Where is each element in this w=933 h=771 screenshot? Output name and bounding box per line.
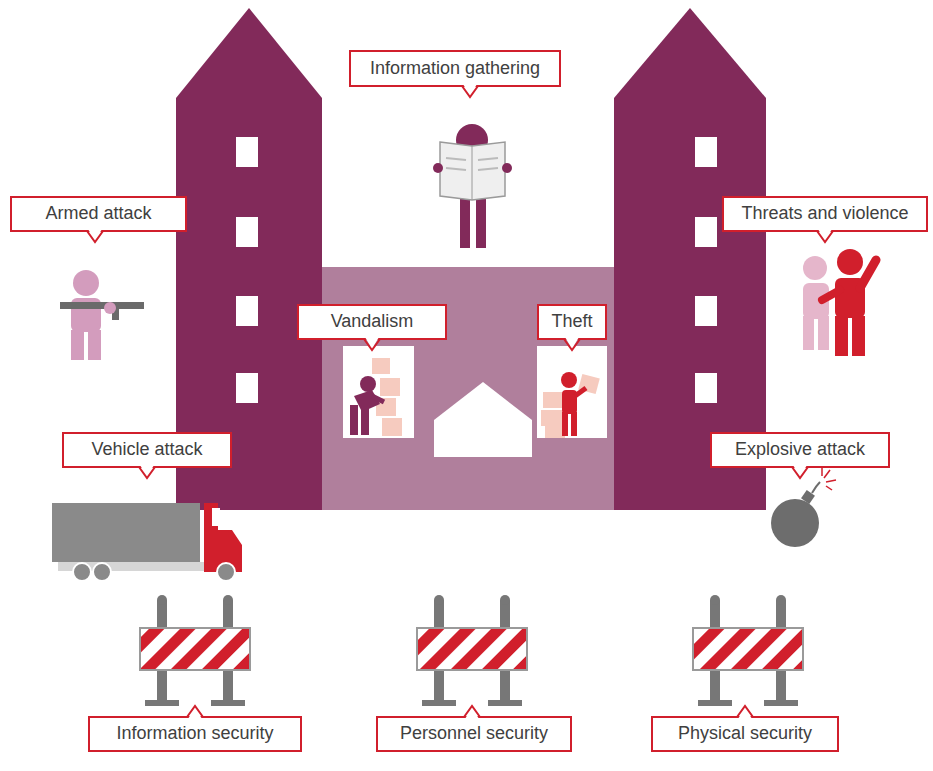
thief-figure	[541, 372, 600, 438]
callout-box: Personnel security	[376, 716, 572, 752]
callout-text: Vehicle attack	[91, 440, 202, 460]
barrier	[693, 595, 803, 706]
callout-pointer	[460, 85, 480, 99]
callout-pointer	[85, 230, 105, 244]
reader-figure	[433, 124, 512, 248]
callout-box: Physical security	[651, 716, 839, 752]
threat-figures	[803, 249, 876, 356]
callout-box: Threats and violence	[722, 196, 928, 232]
callout-pointer	[562, 338, 582, 352]
callout-box: Information gathering	[349, 50, 561, 87]
callout-pointer	[735, 704, 755, 718]
callout-pointer	[815, 230, 835, 244]
callout-text: Personnel security	[400, 724, 548, 744]
vandal-figure	[350, 358, 402, 436]
callout-text: Vandalism	[331, 312, 414, 332]
callout-box: Theft	[537, 304, 607, 340]
callout-pointer	[790, 466, 810, 480]
callout-pointer	[462, 704, 482, 718]
callout-text: Theft	[551, 312, 592, 332]
callout-text: Explosive attack	[735, 440, 865, 460]
callout-box: Vehicle attack	[62, 432, 232, 468]
callout-text: Armed attack	[45, 204, 151, 224]
barrier	[417, 595, 527, 706]
callout-box: Armed attack	[10, 196, 187, 232]
callout-text: Threats and violence	[741, 204, 908, 224]
truck	[52, 503, 242, 581]
callout-text: Information security	[116, 724, 273, 744]
barrier	[140, 595, 250, 706]
callout-text: Information gathering	[370, 59, 540, 79]
bomb	[771, 466, 836, 547]
armed-figure	[60, 270, 144, 360]
callout-pointer	[362, 338, 382, 352]
callout-text: Physical security	[678, 724, 812, 744]
callout-pointer	[137, 466, 157, 480]
callout-pointer	[185, 704, 205, 718]
callout-box: Explosive attack	[710, 432, 890, 468]
callout-box: Vandalism	[297, 304, 447, 340]
callout-box: Information security	[88, 716, 302, 752]
